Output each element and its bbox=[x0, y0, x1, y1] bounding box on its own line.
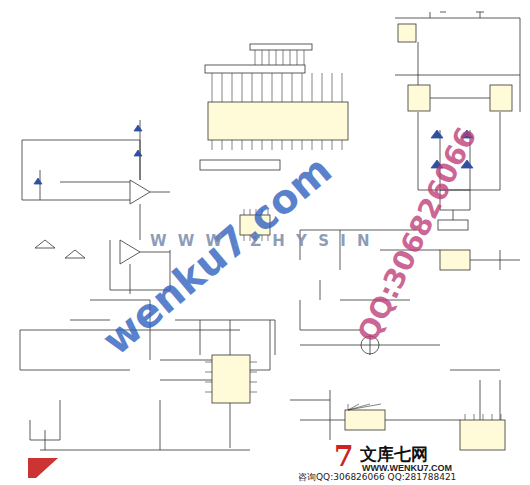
wire bbox=[322, 140, 323, 150]
site-name: 文库七网 bbox=[360, 443, 428, 466]
wire bbox=[205, 372, 212, 373]
wire bbox=[262, 50, 263, 65]
wire bbox=[250, 392, 257, 393]
wire bbox=[222, 140, 223, 150]
wire bbox=[205, 392, 212, 393]
wire bbox=[242, 73, 243, 102]
wire bbox=[342, 73, 343, 102]
wire bbox=[302, 73, 303, 102]
wire bbox=[205, 382, 212, 383]
wire bbox=[342, 140, 343, 150]
wire bbox=[332, 73, 333, 102]
wire bbox=[312, 73, 313, 102]
logo-mark: 7 bbox=[334, 440, 353, 473]
wire bbox=[255, 50, 256, 65]
wire bbox=[292, 140, 293, 150]
wire bbox=[272, 140, 273, 150]
wire bbox=[282, 140, 283, 150]
wire bbox=[250, 362, 257, 363]
wire bbox=[252, 140, 253, 150]
wire bbox=[302, 140, 303, 150]
wire bbox=[205, 362, 212, 363]
wire bbox=[292, 73, 293, 102]
wire bbox=[222, 73, 223, 102]
wire bbox=[262, 73, 263, 102]
wire bbox=[232, 140, 233, 150]
wire bbox=[501, 414, 502, 420]
wire bbox=[232, 73, 233, 102]
site-url: WWW.WENKU7.COM bbox=[362, 463, 452, 473]
wire bbox=[283, 50, 284, 65]
wire bbox=[348, 404, 349, 410]
wire bbox=[322, 73, 323, 102]
wire bbox=[212, 140, 213, 150]
wire bbox=[282, 73, 283, 102]
wire bbox=[276, 50, 277, 65]
wire bbox=[483, 414, 484, 420]
wire bbox=[304, 50, 305, 65]
contact-note: 咨询QQ:306826066 QQ:281788421 bbox=[298, 471, 456, 484]
wire bbox=[272, 73, 273, 102]
wire bbox=[242, 140, 243, 150]
wire bbox=[269, 50, 270, 65]
wire bbox=[262, 140, 263, 150]
wire bbox=[212, 73, 213, 102]
wire bbox=[492, 414, 493, 420]
wire bbox=[250, 372, 257, 373]
wire bbox=[252, 73, 253, 102]
wire bbox=[250, 382, 257, 383]
watermark-text: W W W . Z H Y S I N bbox=[150, 232, 373, 250]
wire bbox=[348, 404, 381, 410]
wire bbox=[474, 414, 475, 420]
wire bbox=[290, 50, 291, 65]
wire bbox=[297, 50, 298, 65]
wire bbox=[465, 414, 466, 420]
wire bbox=[332, 140, 333, 150]
